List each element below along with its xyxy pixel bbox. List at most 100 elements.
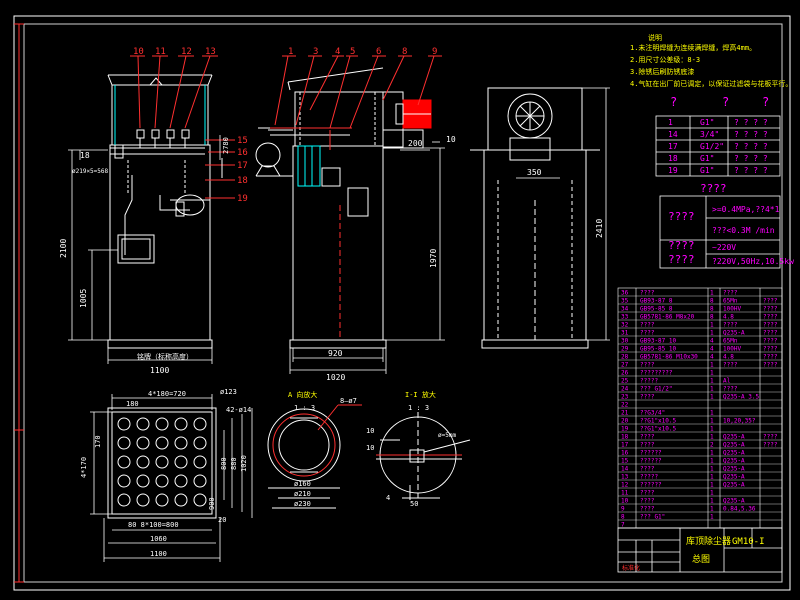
front-view-cyan xyxy=(114,85,206,145)
detail-i-scale: 1 : 3 xyxy=(408,404,429,412)
plan-hole xyxy=(136,436,150,450)
right-dimensions xyxy=(516,87,610,341)
port-header-2: ? xyxy=(722,95,729,109)
port-table xyxy=(655,115,781,177)
balloon-6: 6 xyxy=(376,47,381,57)
bom-cell: 1 xyxy=(710,466,714,473)
bom-cell: GB93-87 10 xyxy=(640,338,677,345)
bom-cell: ???? xyxy=(763,338,778,345)
notes-title: 说明 xyxy=(648,33,662,42)
bom-cell: 1 xyxy=(710,378,714,385)
port-row5-no: 19 xyxy=(668,166,678,175)
bom-cell: ???? xyxy=(640,394,655,401)
port-row5-desc: ? ? ? ? xyxy=(734,166,768,175)
bom-cell: GB5781-86 M8x20 xyxy=(640,314,695,321)
bom-cell: 1 xyxy=(710,370,714,377)
bom-cell: ???? xyxy=(640,490,655,497)
bom-cell: Q235-A xyxy=(723,434,745,441)
bom-cell: ???? xyxy=(640,362,655,369)
plan-hole xyxy=(136,474,150,488)
bom-cell: ??G1"x10.5 xyxy=(640,418,677,425)
dim-front-pipe: ø219×5=568 xyxy=(72,168,109,175)
bom-cell: 20 xyxy=(621,418,629,425)
balloon-10: 10 xyxy=(133,47,144,57)
bom-cell: 10 xyxy=(621,498,629,505)
bom-cell: Q235-A 3.5 xyxy=(723,394,760,401)
plan-hole xyxy=(136,455,150,469)
bom-cell: ????????? xyxy=(640,370,673,377)
port-row3-no: 17 xyxy=(668,142,678,151)
title-name: 库顶除尘器 xyxy=(686,535,731,547)
detail-a xyxy=(267,404,362,509)
plan-dimensions xyxy=(90,394,253,562)
dim-plan-b2: 1060 xyxy=(150,535,167,543)
port-row4-desc: ? ? ? ? xyxy=(734,154,768,163)
plan-hole xyxy=(193,417,207,431)
balloon-11: 11 xyxy=(155,47,166,57)
dim-right-height: 2410 xyxy=(595,219,604,238)
bom-cell: 1 xyxy=(710,474,714,481)
plan-hole xyxy=(174,436,188,450)
spec-header: ???? xyxy=(700,182,727,195)
bom-cell: 1 xyxy=(710,418,714,425)
port-row3-size: G1/2" xyxy=(700,142,724,151)
bom-cell: 100HV xyxy=(723,306,741,313)
balloon-4: 4 xyxy=(335,47,340,57)
detail-i-4: 4 xyxy=(386,494,390,502)
bom-cell: ???? xyxy=(640,290,655,297)
bom-cell: Q235-A xyxy=(723,330,745,337)
port-header-1: ? xyxy=(670,95,677,109)
bom-cell: ??G3/4" xyxy=(640,410,665,417)
bom-cell: 1 xyxy=(710,514,714,521)
plan-hole xyxy=(136,417,150,431)
dim-plan-bolt: ø123 xyxy=(220,388,237,396)
balloon-1: 1 xyxy=(288,47,293,57)
dim-plan-r2: 880 xyxy=(230,457,238,470)
dim-plan-r4: 900 xyxy=(208,497,216,510)
title-block xyxy=(617,527,783,573)
port-row5-size: G1" xyxy=(700,166,714,175)
binding-strip xyxy=(14,23,24,583)
bom-cell: ???? xyxy=(640,506,655,513)
side-balloons xyxy=(274,55,442,129)
detail-i xyxy=(376,412,471,500)
spec-value-1a: >=0.4MPa,??4*1 xyxy=(712,205,780,214)
plan-view xyxy=(107,407,217,519)
plan-hole xyxy=(155,455,169,469)
balloon-17: 17 xyxy=(237,161,248,171)
spec-label-2: ???? xyxy=(668,239,695,252)
plan-hole xyxy=(155,436,169,450)
bom-cell: ???? xyxy=(763,314,778,321)
port-row2-no: 14 xyxy=(668,130,678,139)
bom-cell: ???? xyxy=(763,330,778,337)
bom-cell: GB95-85 8 xyxy=(640,306,673,313)
bom-cell: ???? xyxy=(763,346,778,353)
bom-cell: 1 xyxy=(710,426,714,433)
bom-cell: 32 xyxy=(621,322,629,329)
dim-side-10: 10 xyxy=(446,135,456,144)
bom-cell: GB95-85 10 xyxy=(640,346,677,353)
bom-cell: 12 xyxy=(621,482,629,489)
bom-cell: 13 xyxy=(621,474,629,481)
bom-cell: 14 xyxy=(621,466,629,473)
port-row4-no: 18 xyxy=(668,154,678,163)
dim-front-2780: 2780 xyxy=(222,137,230,154)
bom-cell: Q235-A xyxy=(723,442,745,449)
dim-plan-left-small: 170 xyxy=(94,435,102,448)
bom-cell: ???? xyxy=(763,306,778,313)
dim-side-920: 920 xyxy=(328,349,343,358)
front-view-valves xyxy=(136,129,190,148)
bom-cell: 65Mn xyxy=(723,298,738,305)
note-line-3: 3.除锈后刷防锈底漆 xyxy=(630,67,694,76)
bom-cell: GB5781-86 M10x30 xyxy=(640,354,698,361)
plan-hole xyxy=(193,474,207,488)
bom-cell: 1 xyxy=(710,506,714,513)
front-view xyxy=(107,74,213,349)
spec-value-3: ?220V,50Hz,10.5kw xyxy=(712,257,794,266)
bom-cell: 9 xyxy=(621,506,625,513)
bom-cell: ????? xyxy=(640,474,658,481)
port-row2-desc: ? ? ? ? xyxy=(734,130,768,139)
bom-cell: ???? xyxy=(723,322,738,329)
bom-cell: 8 xyxy=(710,306,714,313)
